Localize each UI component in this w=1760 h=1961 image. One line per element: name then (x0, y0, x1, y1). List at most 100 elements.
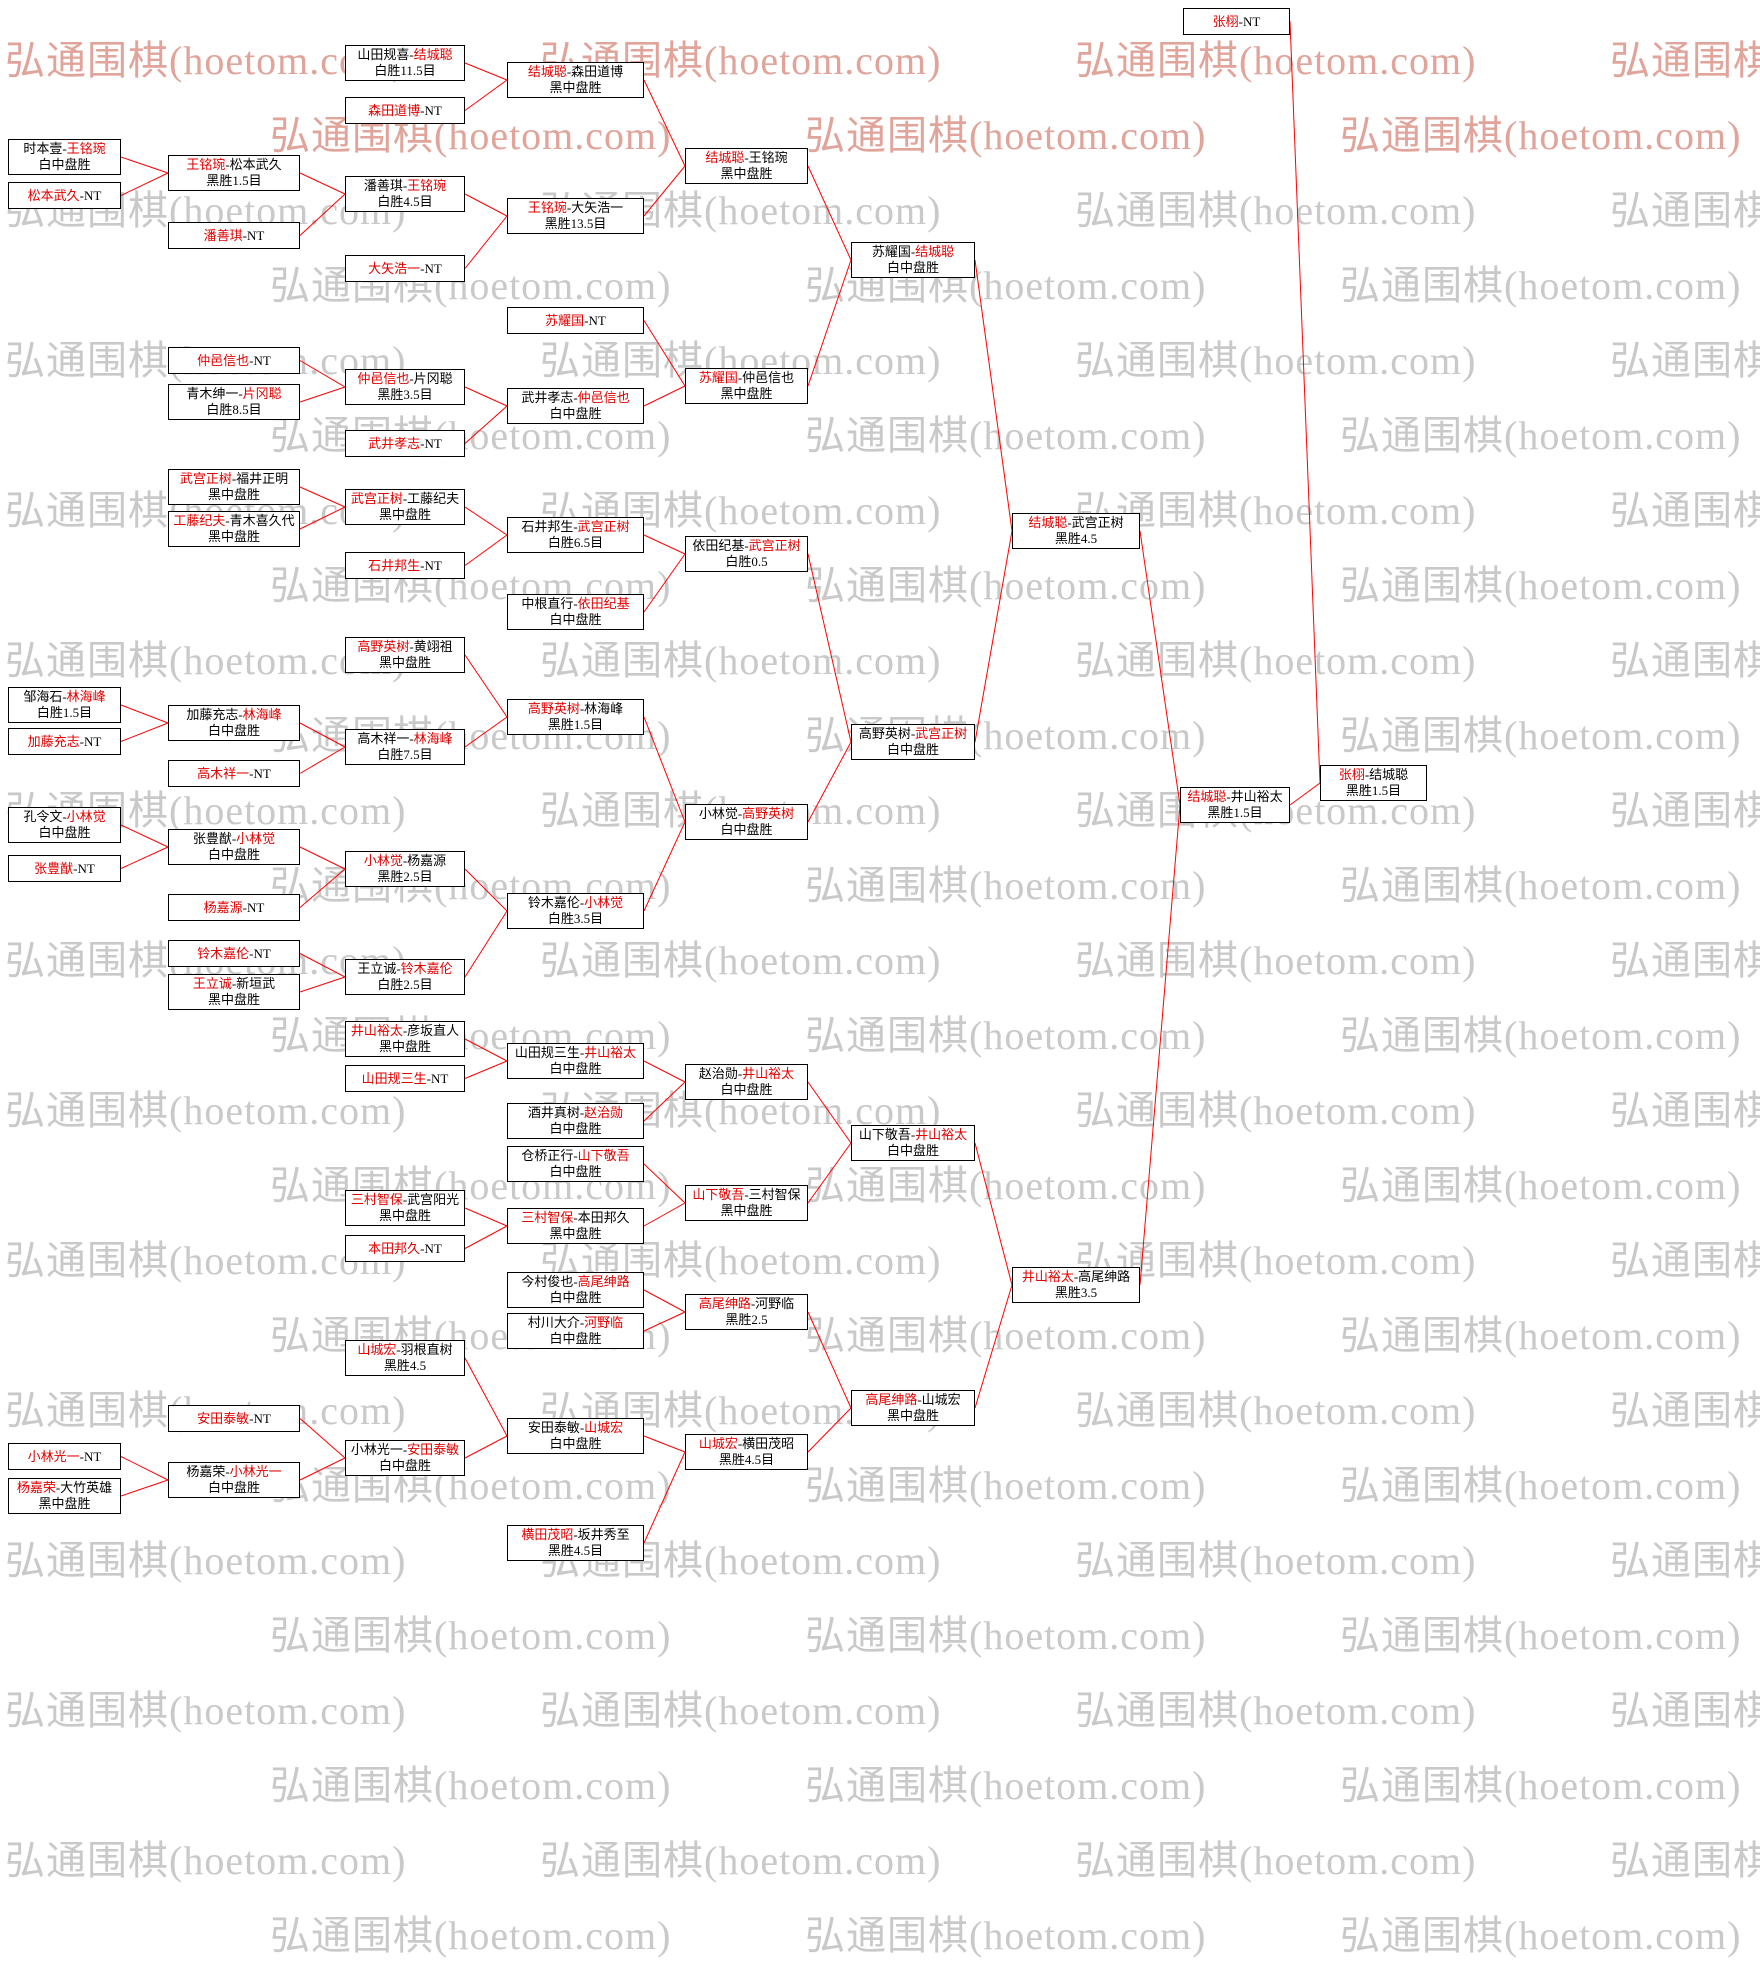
match-box: 石井邦生-NT (345, 552, 465, 579)
match-result: 黑中盘胜 (378, 1208, 431, 1223)
watermark-text: 弘通围棋(hoetom.com) (805, 1463, 1207, 1508)
player-name: 仲邑信也 (742, 370, 795, 385)
player-name: 森田道博 (368, 102, 421, 118)
match-box: 依田纪基-武宫正树白胜0.5 (685, 536, 808, 572)
player-name: 安田泰敏 (197, 1410, 250, 1426)
watermark-text: 弘通围棋(hoetom.com) (1340, 113, 1742, 158)
match-box: 中根直行-依田纪基白中盘胜 (507, 594, 644, 630)
player-name: 井山裕太 (1230, 789, 1283, 804)
match-players: 森田道博-NT (368, 103, 442, 119)
player-name: 杨嘉荣 (16, 1480, 56, 1495)
watermark-text: 弘通围棋(hoetom.com) (1075, 1088, 1477, 1133)
connector-line (807, 1142, 852, 1204)
vs-separator: - (744, 1187, 749, 1202)
player-name: 中根直行 (521, 596, 574, 611)
match-box: 高木祥一-林海峰白胜7.5目 (345, 729, 465, 765)
watermark-text: 弘通围棋(hoetom.com) (5, 638, 407, 683)
vs-separator: - (249, 945, 254, 961)
player-name: NT (84, 733, 102, 749)
player-name: 仓桥正行 (521, 1148, 574, 1163)
match-box: 高尾绅路-山城宏黑中盘胜 (851, 1390, 975, 1426)
watermark-text: 弘通围棋(hoetom.com) (1340, 1163, 1742, 1208)
connector-line (643, 1202, 686, 1227)
watermark-text: 弘通围棋(hoetom.com) (270, 1463, 672, 1508)
connector-line (643, 716, 686, 823)
player-name: 工藤纪夫 (173, 513, 226, 528)
vs-separator: - (573, 1527, 578, 1542)
player-name: 松本武久 (229, 157, 282, 172)
match-players: 今村俊也-高尾绅路 (521, 1274, 629, 1290)
match-result: 白胜3.5目 (547, 911, 604, 926)
match-result: 白胜1.5目 (36, 705, 93, 720)
match-box: 山田规喜-结城聪白胜11.5目 (345, 45, 465, 81)
connector-line (974, 530, 1013, 743)
match-players: 结城聪-森田道博 (528, 64, 623, 80)
player-name: 河野临 (584, 1315, 624, 1330)
match-box: 王立诚-新垣武黑中盘胜 (168, 974, 300, 1010)
player-name: 新垣武 (236, 976, 276, 991)
match-box: 苏耀国-NT (507, 307, 644, 334)
match-result: 黑胜1.5目 (1207, 805, 1263, 820)
match-box: 今村俊也-高尾绅路白中盘胜 (507, 1272, 644, 1308)
match-players: 武宫正树-工藤纪夫 (351, 491, 459, 507)
player-name: 黄翊祖 (413, 639, 453, 654)
match-box: 潘善琪-NT (168, 222, 300, 249)
player-name: 铃木嘉伦 (527, 895, 580, 910)
connector-line (464, 386, 508, 407)
player-name: 森田道博 (571, 64, 624, 79)
player-name: 三村智保 (748, 1187, 801, 1202)
player-name: 王铭琬 (527, 200, 567, 215)
watermark-text: 弘通围棋(hoetom.com) (1610, 1388, 1760, 1433)
vs-separator: - (396, 961, 401, 976)
vs-separator: - (402, 1023, 408, 1038)
connector-line (807, 1407, 852, 1453)
vs-separator: - (573, 596, 578, 611)
match-box: 高野英树-林海峰黑胜1.5目 (507, 699, 644, 735)
match-players: 潘善琪-NT (204, 228, 265, 244)
match-result: 黑胜1.5目 (1345, 783, 1402, 798)
player-name: 仲邑信也 (197, 352, 250, 368)
connector-line (643, 1060, 686, 1083)
player-name: 大矢浩一 (368, 260, 421, 276)
player-name: 高野英树 (742, 806, 795, 821)
watermark-text: 弘通围棋(hoetom.com) (5, 38, 407, 83)
match-result: 白胜0.5 (725, 554, 768, 569)
vs-separator: - (420, 1240, 425, 1256)
vs-separator: - (420, 557, 425, 573)
match-box: 结城聪-王铭琬黑中盘胜 (685, 148, 808, 184)
match-players: 安田泰敏-山城宏 (528, 1420, 623, 1436)
vs-separator: - (426, 1070, 431, 1086)
vs-separator: - (396, 1342, 401, 1357)
match-players: 石井邦生-武宫正树 (521, 519, 629, 535)
match-players: 大矢浩一-NT (368, 261, 442, 277)
connector-line (120, 1479, 169, 1497)
watermark-text: 弘通围棋(hoetom.com) (1075, 638, 1477, 683)
watermark-text: 弘通围棋(hoetom.com) (1340, 263, 1742, 308)
connector-line (643, 385, 686, 407)
connector-line (807, 1311, 852, 1409)
player-name: 结城聪 (1028, 515, 1068, 530)
match-result: 白胜7.5目 (377, 747, 433, 762)
player-name: 石井邦生 (521, 519, 574, 534)
connector-line (299, 722, 346, 748)
connector-line (120, 722, 169, 742)
match-players: 高野英树-林海峰 (528, 701, 623, 717)
watermark-text: 弘通围棋(hoetom.com) (1075, 38, 1477, 83)
match-result: 黑胜13.5目 (544, 216, 607, 231)
player-name: 潘善琪 (363, 178, 403, 193)
player-name: 高野英树 (357, 639, 410, 654)
match-box: 大矢浩一-NT (345, 255, 465, 282)
vs-separator: - (1226, 789, 1231, 804)
player-name: 青木喜久代 (229, 513, 295, 528)
connector-line (1289, 21, 1321, 784)
vs-separator: - (1073, 1269, 1079, 1284)
match-players: 井山裕太-彦坂直人 (351, 1023, 459, 1039)
vs-separator: - (566, 64, 572, 79)
match-box: 高木祥一-NT (168, 760, 300, 787)
match-box: 王铭琬-大矢浩一黑胜13.5目 (507, 198, 644, 234)
match-players: 仲邑信也-片冈聪 (357, 371, 452, 387)
match-box: 赵治勋-井山裕太白中盘胜 (685, 1064, 808, 1100)
vs-separator: - (409, 371, 414, 386)
player-name: 高尾绅路 (577, 1274, 630, 1289)
player-name: 大竹英雄 (60, 1480, 113, 1495)
